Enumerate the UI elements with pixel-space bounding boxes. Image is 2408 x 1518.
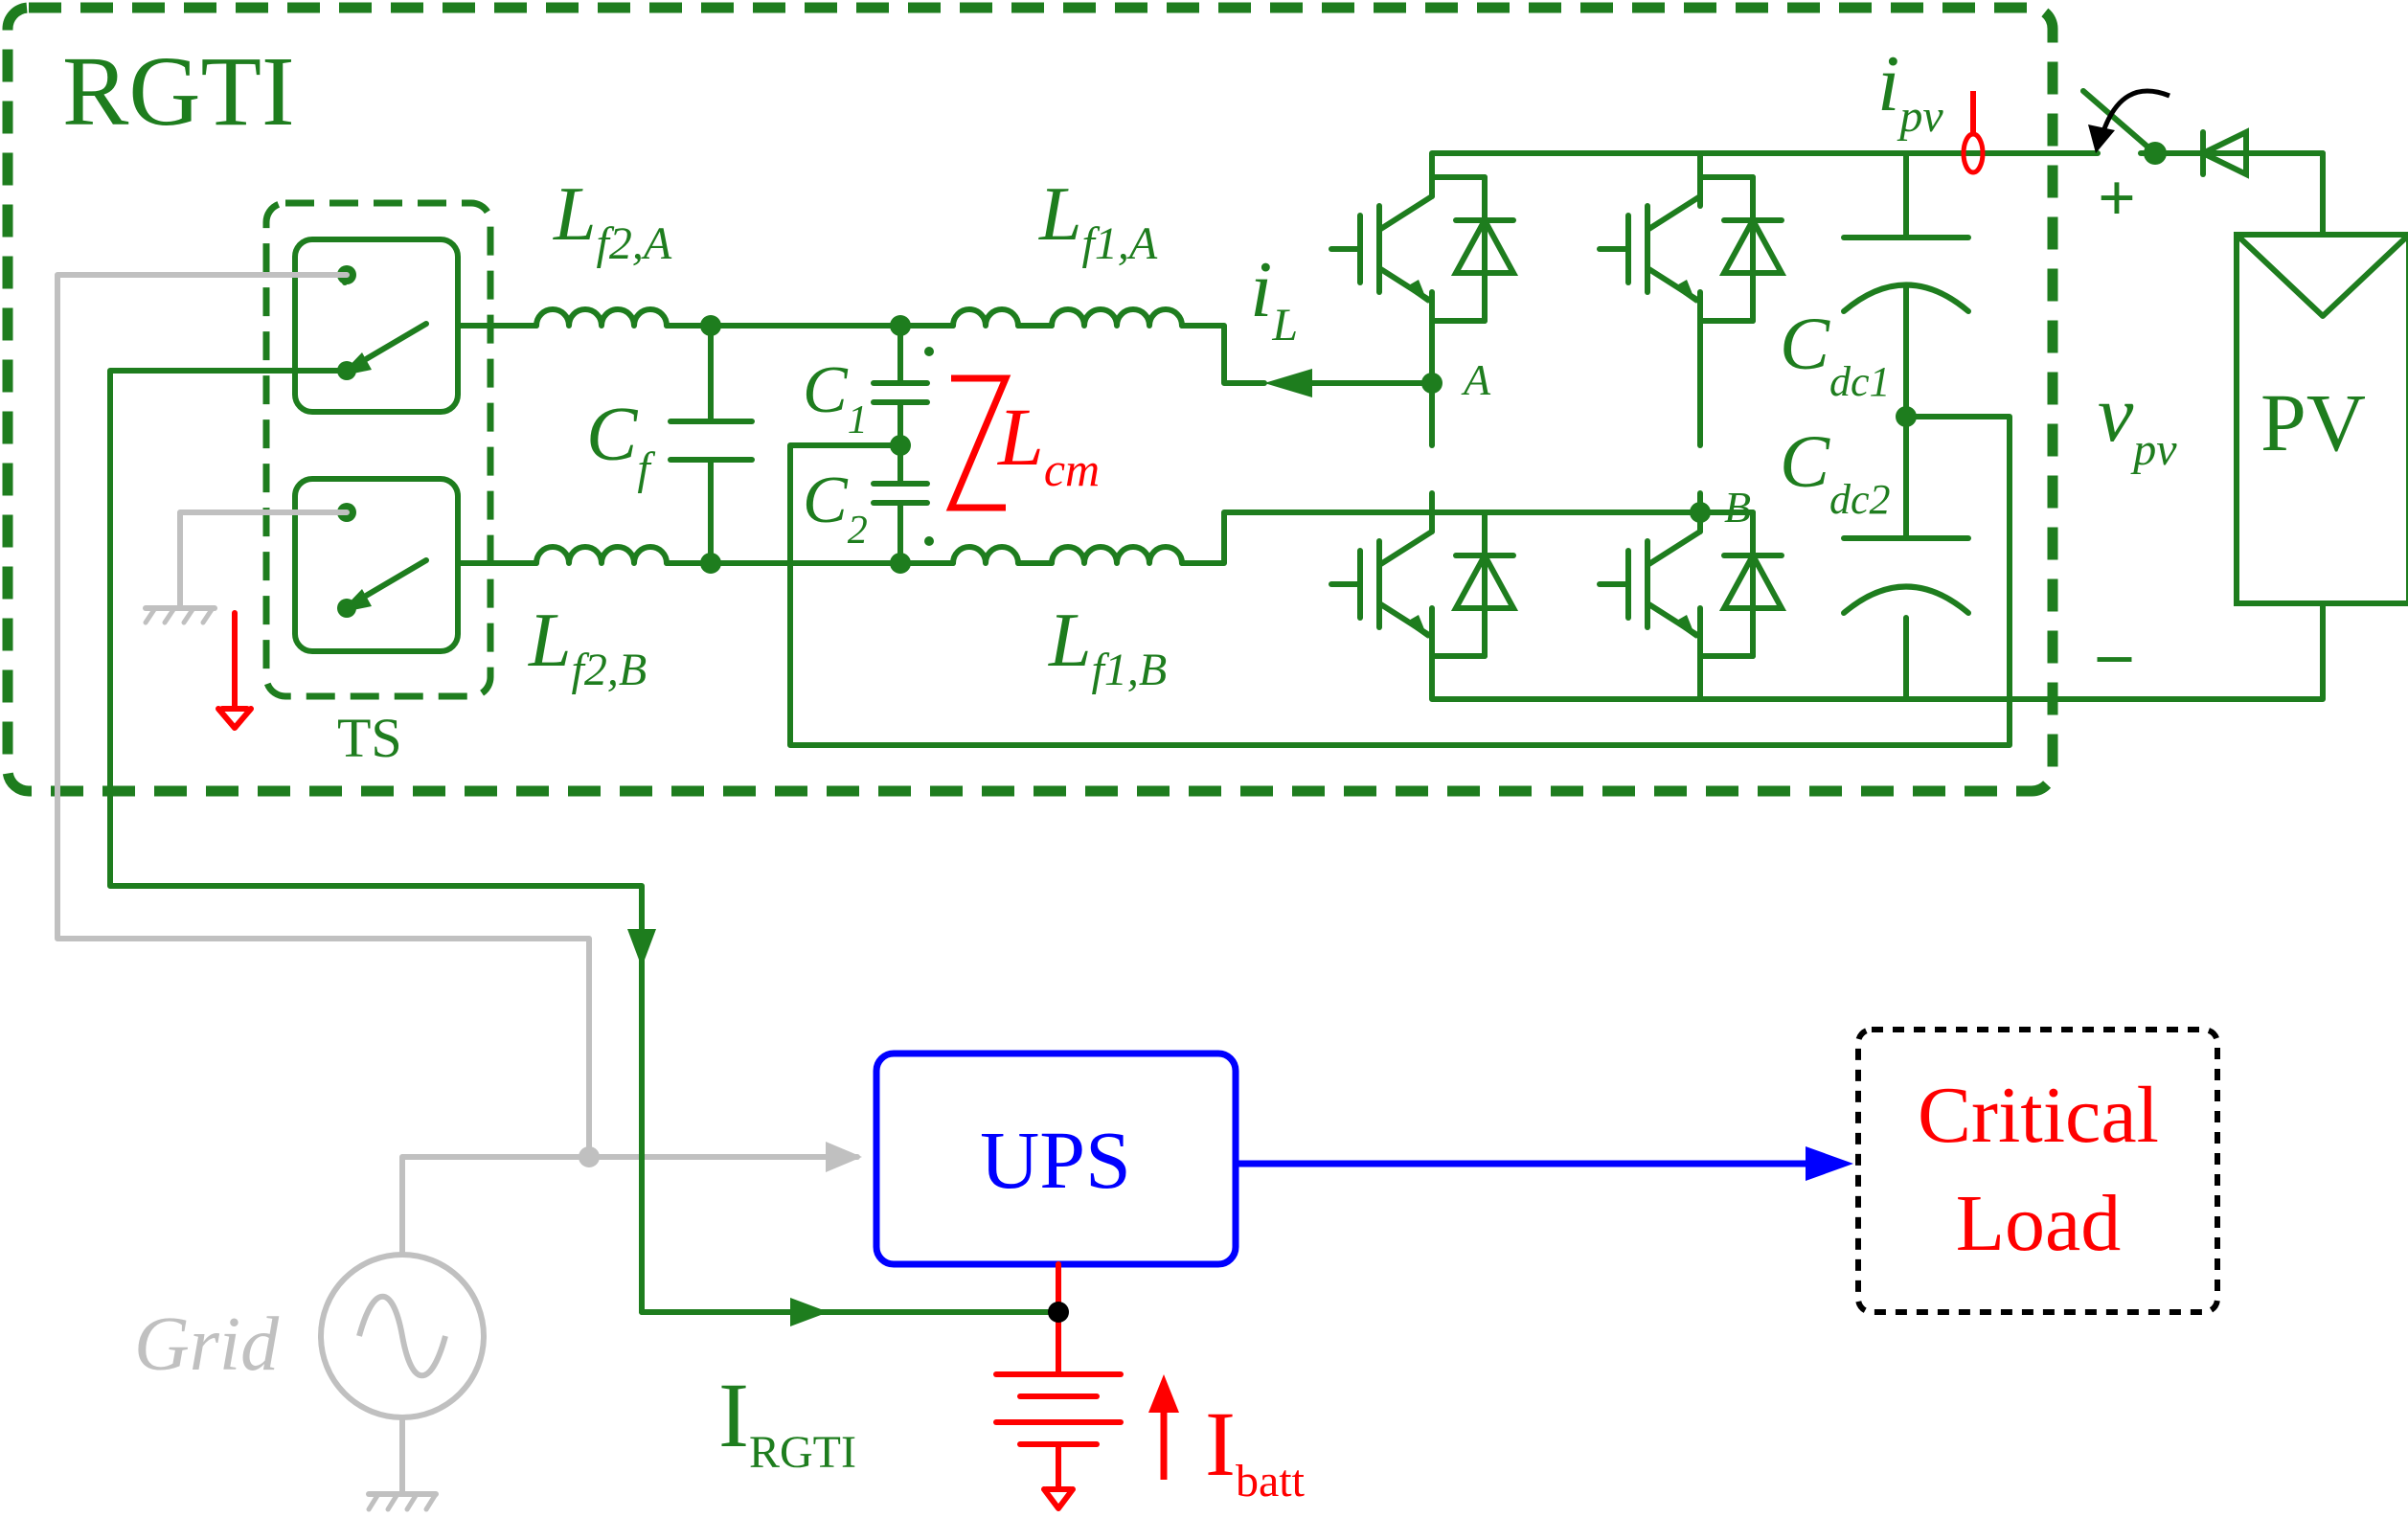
ups-label: UPS [980,1114,1131,1206]
rgti-output-wiring [627,929,1056,1326]
current-probe-icon [1961,91,1986,175]
lcm-symbol [945,374,1011,511]
cdc2-label: Cdc2 [1780,419,1891,523]
i-rgti-label: IRGTI [718,1364,856,1478]
junction-dot [700,315,721,336]
node-a-dot [1421,373,1443,394]
junction-dot [890,553,911,574]
switch-contact-dot [2144,142,2167,165]
il-arrow [1264,369,1312,397]
igbt-switch-icon [1600,493,1782,675]
igbt-switch-icon [1600,158,1782,340]
lf2b-label: Lf2,B [528,599,647,695]
junction-dot [890,315,911,336]
junction-dot [890,435,911,456]
grid-wiring [55,272,862,1512]
grid-label: Grid [134,1303,280,1387]
grid-junction-dot [579,1146,600,1167]
battery-icon [993,1261,1124,1511]
node-b-label: B [1724,483,1751,532]
polarity-dot [924,536,934,546]
lcm-label: Lcm [996,391,1100,496]
il-label: iL [1250,245,1298,351]
c2-label: C2 [803,464,868,553]
c1-label: C1 [803,353,868,442]
ups-output-wiring [1236,1146,1853,1181]
rgti-boundary [2,2,2058,797]
junction-dot [1048,1302,1069,1323]
grid-source-icon [318,1252,487,1420]
ts-red-ground [216,610,254,731]
rgti-label: RGTI [62,36,295,147]
ts-label: TS [337,707,402,769]
i-batt-label: Ibatt [1205,1393,1306,1507]
minus-sign: – [2097,617,2132,691]
node-a-label: A [1461,355,1491,404]
igbt-switch-icon [1331,158,1513,340]
cdc1-label: Cdc1 [1780,302,1891,405]
lf1a-label: Lf1,A [1038,172,1158,269]
polarity-dot [924,347,934,356]
pv-label: PV [2260,376,2366,468]
dc-midpoint-dot [1896,406,1917,427]
igbt-switch-icon [1331,493,1513,675]
cf-label: Cf [586,393,655,494]
ts-contact-dot [337,599,356,618]
junction-dot [700,553,721,574]
lf1b-label: Lf1,B [1048,599,1167,695]
critical-load-line2: Load [1956,1179,2122,1268]
ipv-label: ipv [1877,39,1943,142]
critical-load-line1: Critical [1918,1071,2159,1160]
switch-arrow-icon [2088,88,2170,153]
lf2a-label: Lf2,A [553,172,672,269]
vpv-label: vpv [2098,370,2177,475]
ibatt-arrow-icon [1148,1374,1179,1480]
plus-sign: + [2098,162,2136,236]
